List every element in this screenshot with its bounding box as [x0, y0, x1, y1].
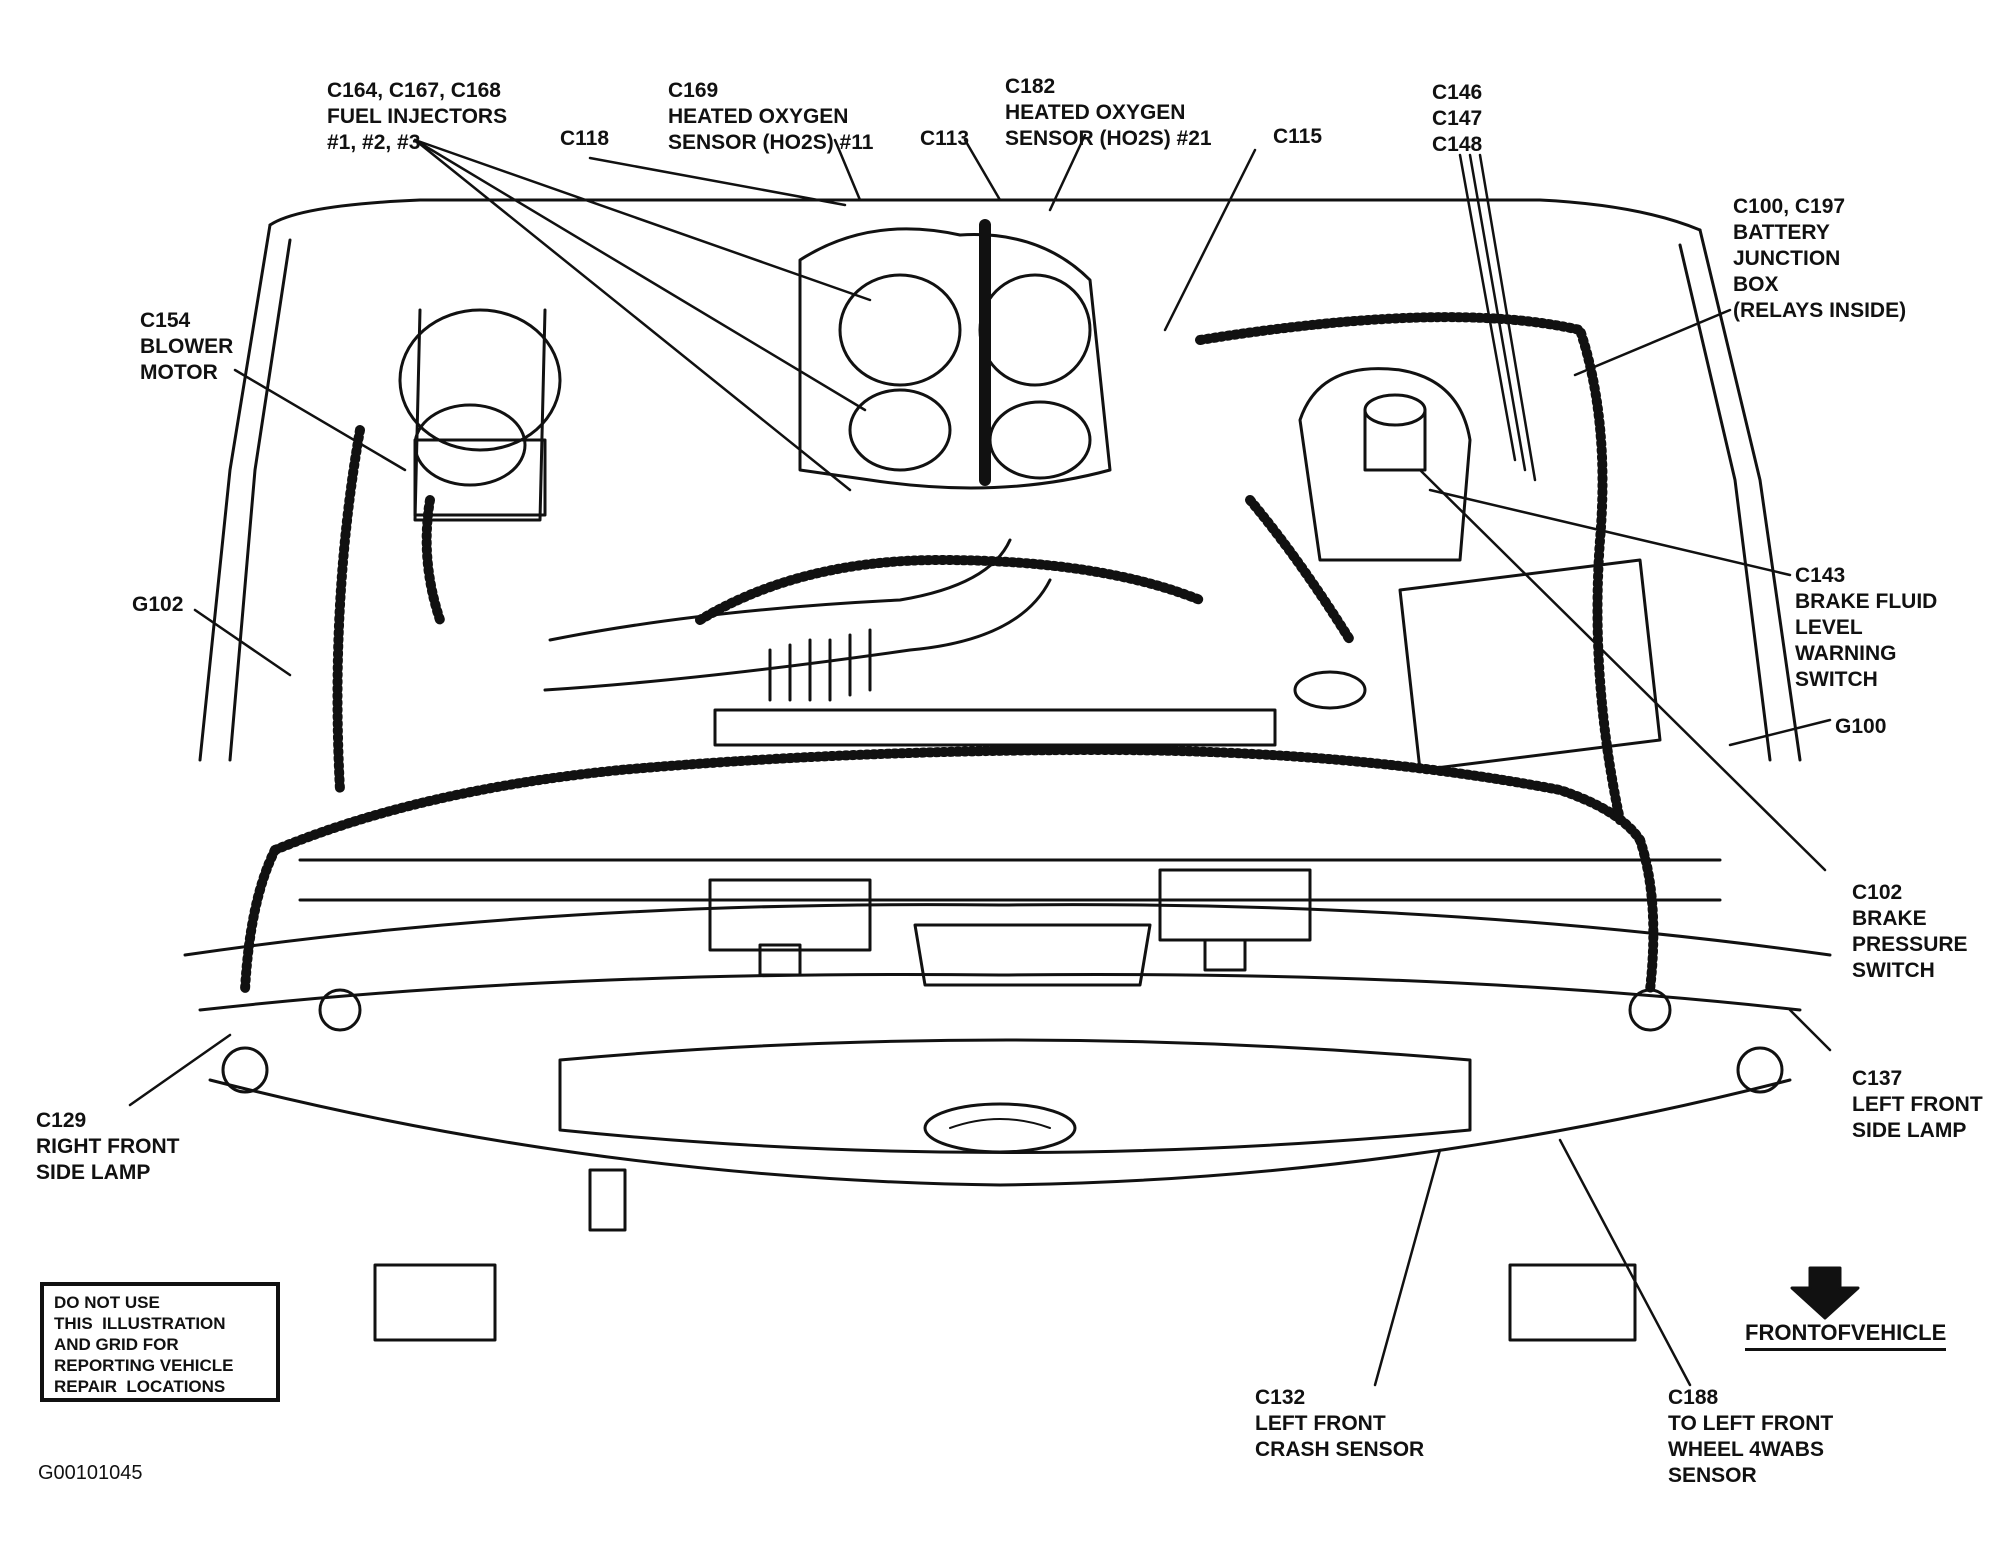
label-wabs-sensor: C188 TO LEFT FRONT WHEEL 4WABS SENSOR — [1668, 1386, 1834, 1487]
label-right-front-side-lamp: C129 RIGHT FRONT SIDE LAMP — [36, 1109, 180, 1184]
intake-plenum — [798, 219, 1112, 490]
label-blower-motor: C154 BLOWER MOTOR — [140, 309, 234, 384]
label-ho2s-21: C182 HEATED OXYGEN SENSOR (HO2S) #21 — [1005, 75, 1212, 150]
label-c118: C118 — [560, 127, 610, 150]
label-brake-pressure-switch: C102 BRAKE PRESSURE SWITCH — [1852, 881, 1968, 982]
air-intake-tube — [543, 538, 1277, 747]
usage-notice-box: DO NOT USE THIS ILLUSTRATION AND GRID FO… — [40, 1282, 280, 1402]
lower-connector-blocks — [373, 1168, 1637, 1342]
wiring-harness — [240, 312, 1659, 995]
label-g100: G100 — [1835, 715, 1887, 738]
front-bumper — [183, 903, 1832, 1187]
battery — [1293, 558, 1662, 772]
label-c113: C113 — [920, 127, 970, 150]
label-c146-c148: C146 C147 C148 — [1432, 81, 1483, 156]
label-fuel-injectors: C164, C167, C168 FUEL INJECTORS #1, #2, … — [327, 79, 508, 154]
label-g102: G102 — [132, 593, 184, 616]
label-battery-junction-box: C100, C197 BATTERY JUNCTION BOX (RELAYS … — [1733, 195, 1907, 322]
figure-id: G00101045 — [38, 1462, 143, 1484]
front-of-vehicle-label: FRONTOFVEHICLE — [1745, 1320, 1947, 1351]
leader-lines — [128, 133, 1832, 1387]
label-c115: C115 — [1273, 125, 1323, 148]
radiator-support — [298, 858, 1722, 987]
front-lamp-bulbs — [221, 988, 1784, 1094]
blower-motor-housing — [398, 308, 562, 522]
label-brake-fluid-switch: C143 BRAKE FLUID LEVEL WARNING SWITCH — [1795, 564, 1938, 691]
label-ho2s-11: C169 HEATED OXYGEN SENSOR (HO2S) #11 — [668, 79, 874, 154]
brake-master-cylinder — [1298, 367, 1472, 562]
label-left-front-crash-sensor: C132 LEFT FRONT CRASH SENSOR — [1255, 1386, 1425, 1461]
label-left-front-side-lamp: C137 LEFT FRONT SIDE LAMP — [1852, 1067, 1983, 1142]
front-arrow-icon — [1790, 1266, 1860, 1320]
